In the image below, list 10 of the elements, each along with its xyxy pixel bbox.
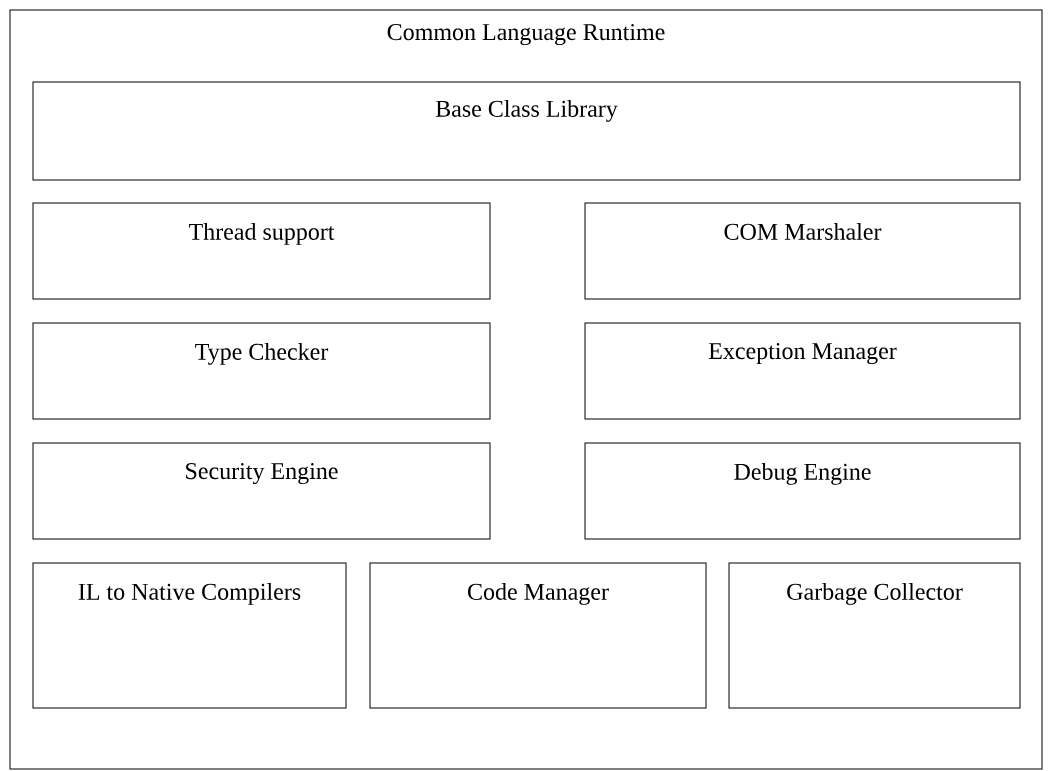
component-box: Debug Engine bbox=[584, 442, 1021, 540]
component-box: Garbage Collector bbox=[728, 562, 1021, 709]
component-box: COM Marshaler bbox=[584, 202, 1021, 300]
component-box: Base Class Library bbox=[32, 81, 1021, 181]
component-box: Security Engine bbox=[32, 442, 491, 540]
component-box: Type Checker bbox=[32, 322, 491, 420]
component-box: IL to Native Compilers bbox=[32, 562, 347, 709]
component-box: Thread support bbox=[32, 202, 491, 300]
component-box: Code Manager bbox=[369, 562, 707, 709]
component-box: Exception Manager bbox=[584, 322, 1021, 420]
